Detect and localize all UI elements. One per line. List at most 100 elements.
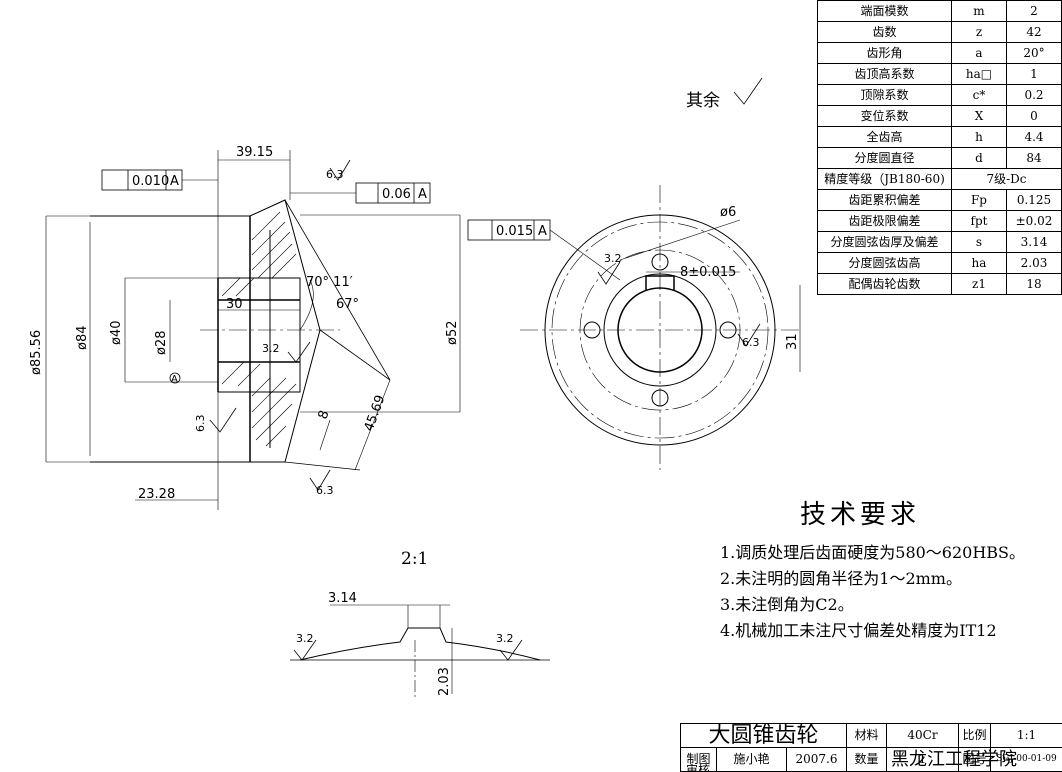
dim-angle70: 70° 11′ [306,275,353,290]
drawer-name: 施小艳 [717,748,787,772]
tech-requirement-item: 3.未注倒角为C2。 [720,595,854,614]
dim-keyway-depth: 31 [785,333,800,350]
rest-roughness-label: 其余 [686,91,720,111]
roughness-label: 6.3 [742,336,760,349]
ratio-label: 比例 [959,724,991,748]
param-val: 2.03 [1006,252,1062,274]
roughness-label: 3.2 [604,252,622,265]
dim-d52: ø52 [445,321,460,346]
param-name: 全齿高 [817,126,952,148]
param-name: 顶隙系数 [817,84,952,106]
param-sym: d [951,147,1007,169]
param-sym: c* [951,84,1007,106]
dim-len23: 23.28 [138,487,175,502]
param-sym: X [951,105,1007,127]
title-block: 大圆锥齿轮 材料 40Cr 比例 1:1 数量 1 图号 SGJ-00-01-0… [680,723,1062,772]
param-sym: 7级-Dc [951,168,1062,190]
dim-tooth-height: 2.03 [437,667,452,696]
param-val: 18 [1006,273,1062,295]
param-row: 精度等级（JB180-60)7级-Dc [817,168,1062,190]
material-value: 40Cr [887,724,959,748]
param-sym: ha□ [951,63,1007,85]
param-sym: ha [951,252,1007,274]
param-name: 变位系数 [817,105,952,127]
dim-keyway: 8±0.015 [680,265,736,280]
dim-hole6: ø6 [720,205,736,220]
param-val: 84 [1006,147,1062,169]
dim-len30: 30 [226,297,243,312]
param-name: 端面模数 [817,0,952,22]
param-sym: s [951,231,1007,253]
check-label: 审核 [686,764,711,771]
param-val: 1 [1006,63,1062,85]
param-val: 2 [1006,0,1062,22]
symmetry-value: 0.015 [496,224,533,239]
dim-len45: 45.69 [362,393,389,433]
ratio-value: 1:1 [991,724,1062,748]
dim-d40: ø40 [109,321,124,346]
param-sym: fpt [951,210,1007,232]
detail-scale-label: 2:1 [401,549,429,569]
param-sym: z [951,21,1007,43]
roughness-label: 6.3 [194,415,207,433]
param-val: 42 [1006,21,1062,43]
param-sym: z1 [951,273,1007,295]
tech-requirement-item: 2.未注明的圆角半径为1～2mm。 [720,569,962,588]
symmetry-datum: A [538,224,547,239]
drawn-date: 2007.6 [787,748,847,772]
param-name: 齿距极限偏差 [817,210,952,232]
dim-angle67: 67° [336,297,359,312]
roughness-symbols [209,77,763,661]
roughness-label: 6.3 [326,168,344,181]
datum-label: A [171,374,178,385]
material-label: 材料 [847,724,887,748]
school-name: 黑龙江工程学院 [891,749,1017,770]
tech-requirement-item: 1.调质处理后齿面硬度为580～620HBS。 [720,543,1026,562]
param-val: 20° [1006,42,1062,64]
roughness-label: 3.2 [496,632,514,645]
part-name: 大圆锥齿轮 [681,724,847,748]
side-view [467,185,801,470]
roughness-label: 6.3 [316,484,334,497]
dim-d84: ø84 [75,326,90,351]
param-name: 配偶齿轮齿数 [817,273,952,295]
param-val: 0.2 [1006,84,1062,106]
param-sym: Fp [951,189,1007,211]
detail-view [290,604,550,700]
param-name: 齿形角 [817,42,952,64]
tech-requirements-title: 技术要求 [800,500,921,530]
param-sym: h [951,126,1007,148]
param-val: 4.4 [1006,126,1062,148]
runout-1-datum: A [170,174,179,189]
dim-len39: 39.15 [236,145,273,160]
param-val: 0.125 [1006,189,1062,211]
dim-len8: 8 [316,408,333,421]
runout-2-value: 0.06 [382,187,411,202]
param-val: 3.14 [1006,231,1062,253]
param-val: 0 [1006,105,1062,127]
dim-tooth-thickness: 3.14 [328,591,357,606]
runout-2-datum: A [418,187,427,202]
param-name: 分度圆直径 [817,147,952,169]
param-name: 精度等级（JB180-60) [817,168,952,190]
param-val: ±0.02 [1006,210,1062,232]
param-sym: a [951,42,1007,64]
section-view [45,150,461,510]
param-sym: m [951,0,1007,22]
param-name: 齿距累积偏差 [817,189,952,211]
